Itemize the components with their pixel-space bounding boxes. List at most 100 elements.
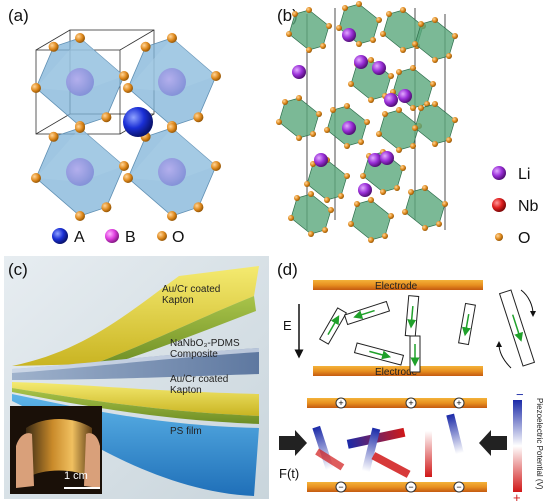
- panel-b: (b) Li Nb O: [275, 0, 550, 250]
- bottom-kapton-layer: [12, 382, 259, 416]
- colorbar-min-sign: +: [513, 490, 521, 503]
- oxygen-atom: [48, 131, 59, 142]
- scale-bar-label: 1 cm: [64, 470, 88, 482]
- oxygen-atom: [412, 41, 418, 47]
- oxygen-atom: [400, 7, 406, 13]
- top-electrode-label: Au/Cr coated Kapton: [162, 284, 221, 306]
- panel-d-label: (d): [277, 260, 298, 279]
- octahedron: [123, 123, 221, 221]
- oxygen-atom: [316, 111, 322, 117]
- oxygen-atom: [296, 95, 302, 101]
- oxygen-atom: [211, 161, 221, 171]
- svg-text:+: +: [408, 398, 413, 408]
- oxygen-atom: [446, 53, 452, 59]
- oxygen-atom: [446, 137, 452, 143]
- li-atom: [372, 61, 386, 75]
- oxygen-atom: [320, 43, 326, 49]
- legend-o-label-b: O: [518, 230, 530, 247]
- oxygen-atom: [400, 47, 406, 53]
- oxygen-atom: [324, 197, 330, 203]
- oxygen-atom: [282, 99, 288, 105]
- octahedron: [123, 33, 221, 131]
- oxygen-atom: [167, 211, 177, 221]
- oxygen-atom: [382, 233, 388, 239]
- bottom-electrode-bar: [313, 366, 483, 376]
- oxygen-atom: [310, 131, 316, 137]
- panel-a: (a) A: [0, 0, 275, 250]
- oxygen-atom: [380, 31, 386, 37]
- finger-right: [84, 433, 100, 488]
- oxygen-atom: [410, 105, 416, 111]
- piezo-top-electrode: [307, 398, 487, 408]
- oxygen-atom: [31, 83, 41, 93]
- nbo6-octahedron: [276, 95, 322, 141]
- panel-a-label: (a): [8, 6, 29, 25]
- oxygen-atom: [388, 213, 394, 219]
- oxygen-atom: [356, 1, 362, 7]
- oxygen-atom: [308, 231, 314, 237]
- top-electrode-text: Electrode: [375, 281, 418, 292]
- oxygen-atom: [292, 11, 298, 17]
- oxygen-atom: [408, 189, 414, 195]
- piezo-bottom-electrode: [307, 482, 487, 492]
- li-atom: [384, 93, 398, 107]
- force-arrow-right: [479, 430, 507, 456]
- green-octahedra: [276, 1, 458, 243]
- oxygen-atom: [123, 173, 133, 183]
- panel-c: (c) Au/Cr coated Kapton NaNbO₃-PDMS Comp…: [4, 256, 269, 499]
- top-electrode-bar: [313, 280, 483, 290]
- panel-c-label: (c): [8, 260, 28, 279]
- nbo6-octahedron: [288, 191, 334, 237]
- oxygen-atom: [418, 21, 424, 27]
- oxygen-atom: [304, 181, 310, 187]
- oxygen-atom: [386, 11, 392, 17]
- oxygen-atom: [338, 193, 344, 199]
- rotation-arrow-2: [496, 341, 512, 369]
- legend-b-dot: [105, 229, 119, 243]
- oxygen-atom: [140, 41, 151, 52]
- oxygen-atom: [348, 221, 354, 227]
- top-kapton-edge: [94, 296, 256, 368]
- octahedra-group: [31, 33, 221, 221]
- nbo6-octahedron: [412, 101, 458, 147]
- polarized-rods: [312, 413, 464, 478]
- oxygen-atom: [432, 57, 438, 63]
- svg-text:−: −: [456, 482, 461, 492]
- oxygen-atom: [370, 37, 376, 43]
- oxygen-atom: [422, 185, 428, 191]
- nbo6-octahedron: [336, 1, 382, 47]
- device-schematic: [4, 256, 269, 499]
- legend-b-label: B: [125, 229, 136, 246]
- oxygen-atom: [364, 119, 370, 125]
- field-label: E: [283, 318, 292, 333]
- oxygen-atom: [101, 202, 112, 213]
- oxygen-atom: [342, 5, 348, 11]
- force-arrow-left: [279, 430, 307, 456]
- octahedron: [31, 33, 129, 131]
- oxygen-atom: [193, 112, 204, 123]
- svg-text:+: +: [338, 398, 343, 408]
- oxygen-atom: [436, 221, 442, 227]
- oxygen-atom: [358, 139, 364, 145]
- legend-a-dot: [52, 228, 68, 244]
- oxygen-atom: [376, 17, 382, 23]
- oxygen-atom: [432, 17, 438, 23]
- oxygen-atom: [193, 202, 204, 213]
- oxygen-atom: [432, 101, 438, 107]
- oxygen-atom: [388, 73, 394, 79]
- oxygen-atom: [422, 225, 428, 231]
- legend-o-dot-b: [495, 233, 503, 241]
- oxygen-atom: [75, 211, 85, 221]
- oxygen-atom: [123, 83, 133, 93]
- oxygen-atom: [336, 25, 342, 31]
- oxygen-atom: [396, 107, 402, 113]
- oxygen-atom: [330, 107, 336, 113]
- lithium-niobate-structure: Li Nb O: [276, 1, 539, 247]
- bottom-electrode-text: Electrode: [375, 367, 418, 378]
- legend-nb-label: Nb: [518, 198, 539, 215]
- oxygen-atom: [101, 112, 112, 123]
- scale-bar-line: [64, 487, 100, 489]
- oxygen-atom: [382, 111, 388, 117]
- legend-o-dot: [157, 231, 167, 241]
- li-atom: [354, 55, 368, 69]
